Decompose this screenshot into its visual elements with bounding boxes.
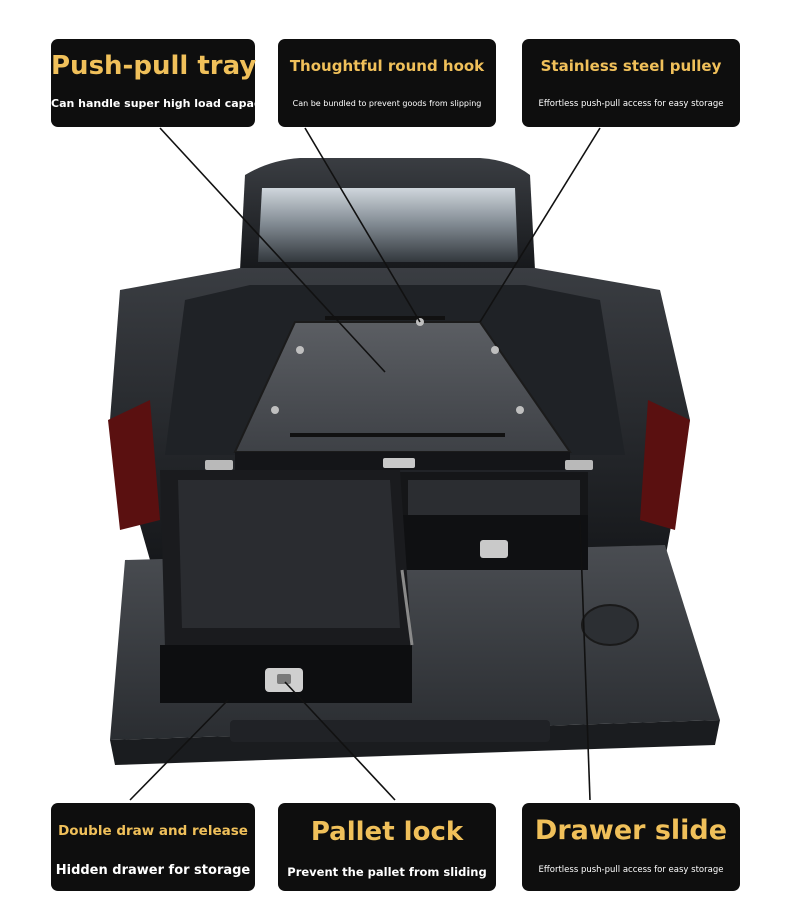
callout-subtitle: Effortless push-pull access for easy sto… bbox=[538, 99, 724, 109]
callout-push-pull-tray: Push-pull tray Can handle super high loa… bbox=[51, 39, 277, 127]
tray-front-handle bbox=[383, 458, 415, 468]
leader-line-push-pull-tray bbox=[159, 127, 386, 373]
callout-title: Push-pull tray bbox=[51, 51, 257, 81]
leader-line-double-draw bbox=[129, 699, 229, 801]
callout-subtitle: Prevent the pallet from sliding bbox=[287, 865, 487, 879]
left-drawer-interior bbox=[178, 480, 400, 628]
pallet-lock-key bbox=[277, 674, 291, 684]
callout-subtitle: Can be bundled to prevent goods from sli… bbox=[292, 99, 482, 108]
rear-window bbox=[258, 188, 518, 262]
leader-line-round-hook bbox=[304, 127, 421, 323]
left-latch bbox=[205, 460, 233, 470]
callout-subtitle: Can handle super high load capacity bbox=[51, 97, 277, 110]
callout-title: Pallet lock bbox=[310, 817, 464, 847]
right-drawer-handle bbox=[480, 540, 508, 558]
callout-title: Thoughtful round hook bbox=[289, 57, 485, 75]
leader-line-steel-pulley bbox=[479, 127, 601, 323]
round-hook bbox=[516, 406, 524, 414]
left-taillight bbox=[108, 400, 160, 530]
right-drawer-interior bbox=[408, 480, 580, 515]
callout-drawer-slide: Drawer slide Effortless push-pull access… bbox=[522, 803, 740, 891]
round-hook bbox=[271, 406, 279, 414]
leader-line-drawer-slide bbox=[579, 519, 591, 801]
callout-pallet-lock: Pallet lock Prevent the pallet from slid… bbox=[278, 803, 496, 891]
callout-steel-pulley: Stainless steel pulley Effortless push-p… bbox=[522, 39, 740, 127]
rear-bumper bbox=[230, 720, 550, 742]
callout-title: Double draw and release bbox=[58, 823, 248, 839]
right-taillight bbox=[640, 400, 690, 530]
callout-double-draw: Double draw and release Hidden drawer fo… bbox=[51, 803, 255, 891]
tailgate-cupholder bbox=[581, 604, 639, 646]
callout-title: Drawer slide bbox=[534, 815, 728, 846]
round-hook bbox=[491, 346, 499, 354]
drawer-slide-rail bbox=[400, 569, 414, 646]
callout-title: Stainless steel pulley bbox=[540, 57, 722, 75]
tailgate-edge bbox=[110, 720, 720, 765]
callout-round-hook: Thoughtful round hook Can be bundled to … bbox=[278, 39, 496, 127]
callout-subtitle: Hidden drawer for storage bbox=[55, 863, 251, 878]
right-latch bbox=[565, 460, 593, 470]
leader-line-pallet-lock bbox=[284, 681, 396, 801]
round-hook bbox=[296, 346, 304, 354]
callout-subtitle: Effortless push-pull access for easy sto… bbox=[538, 865, 724, 875]
